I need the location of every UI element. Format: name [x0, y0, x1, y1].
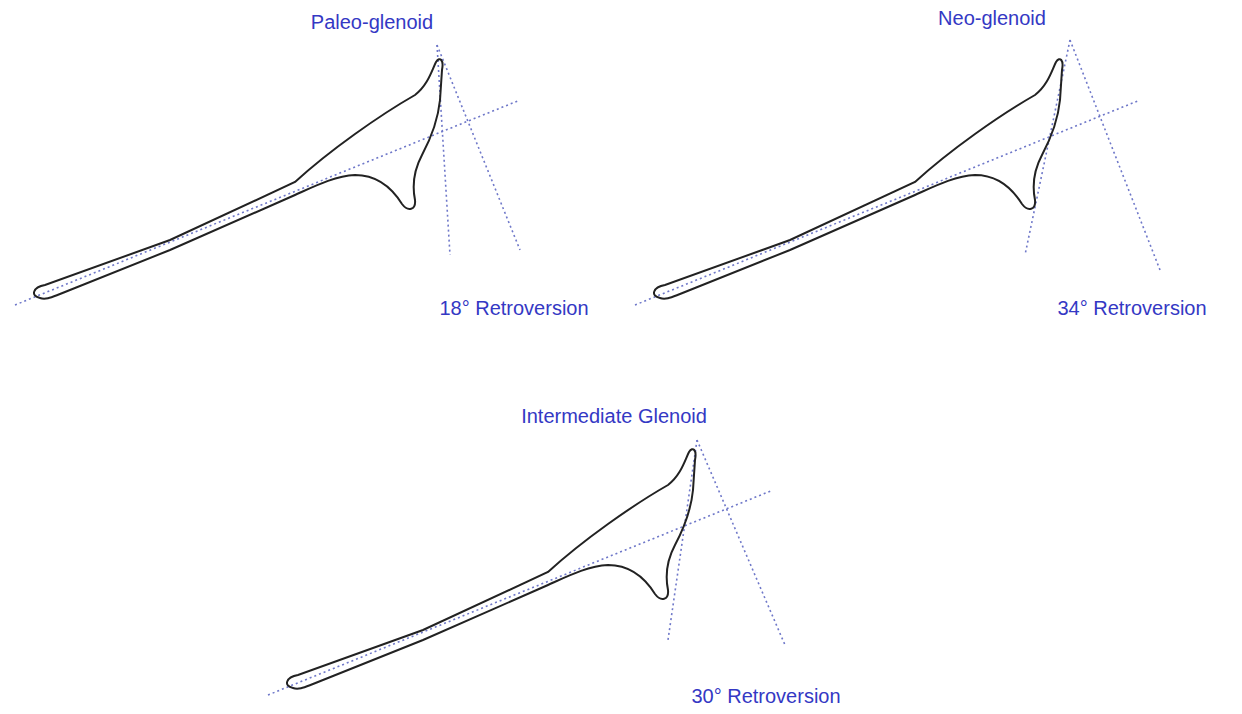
- angle-label: 34° Retroversion: [1055, 296, 1208, 320]
- view-title: Intermediate Glenoid: [519, 404, 709, 428]
- paleo-panel: [15, 45, 520, 305]
- perpendicular-line: [1070, 40, 1160, 270]
- perpendicular-line: [437, 45, 520, 250]
- scapular-axis: [268, 490, 773, 695]
- glenoid-line: [1025, 40, 1070, 255]
- view-title: Paleo-glenoid: [309, 10, 435, 34]
- scapular-axis: [15, 100, 520, 305]
- scapula-outline: [34, 59, 443, 298]
- view-title: Neo-glenoid: [936, 6, 1048, 30]
- perpendicular-line: [697, 440, 785, 645]
- glenoid-line: [668, 440, 697, 640]
- scapular-axis: [635, 100, 1140, 305]
- scapula-outline: [287, 449, 696, 688]
- intermediate-panel: [268, 440, 785, 695]
- angle-label: 30° Retroversion: [689, 684, 842, 708]
- scapula-outline: [654, 59, 1063, 298]
- angle-label: 18° Retroversion: [437, 296, 590, 320]
- glenoid-line: [437, 45, 450, 255]
- neo-panel: [635, 40, 1160, 305]
